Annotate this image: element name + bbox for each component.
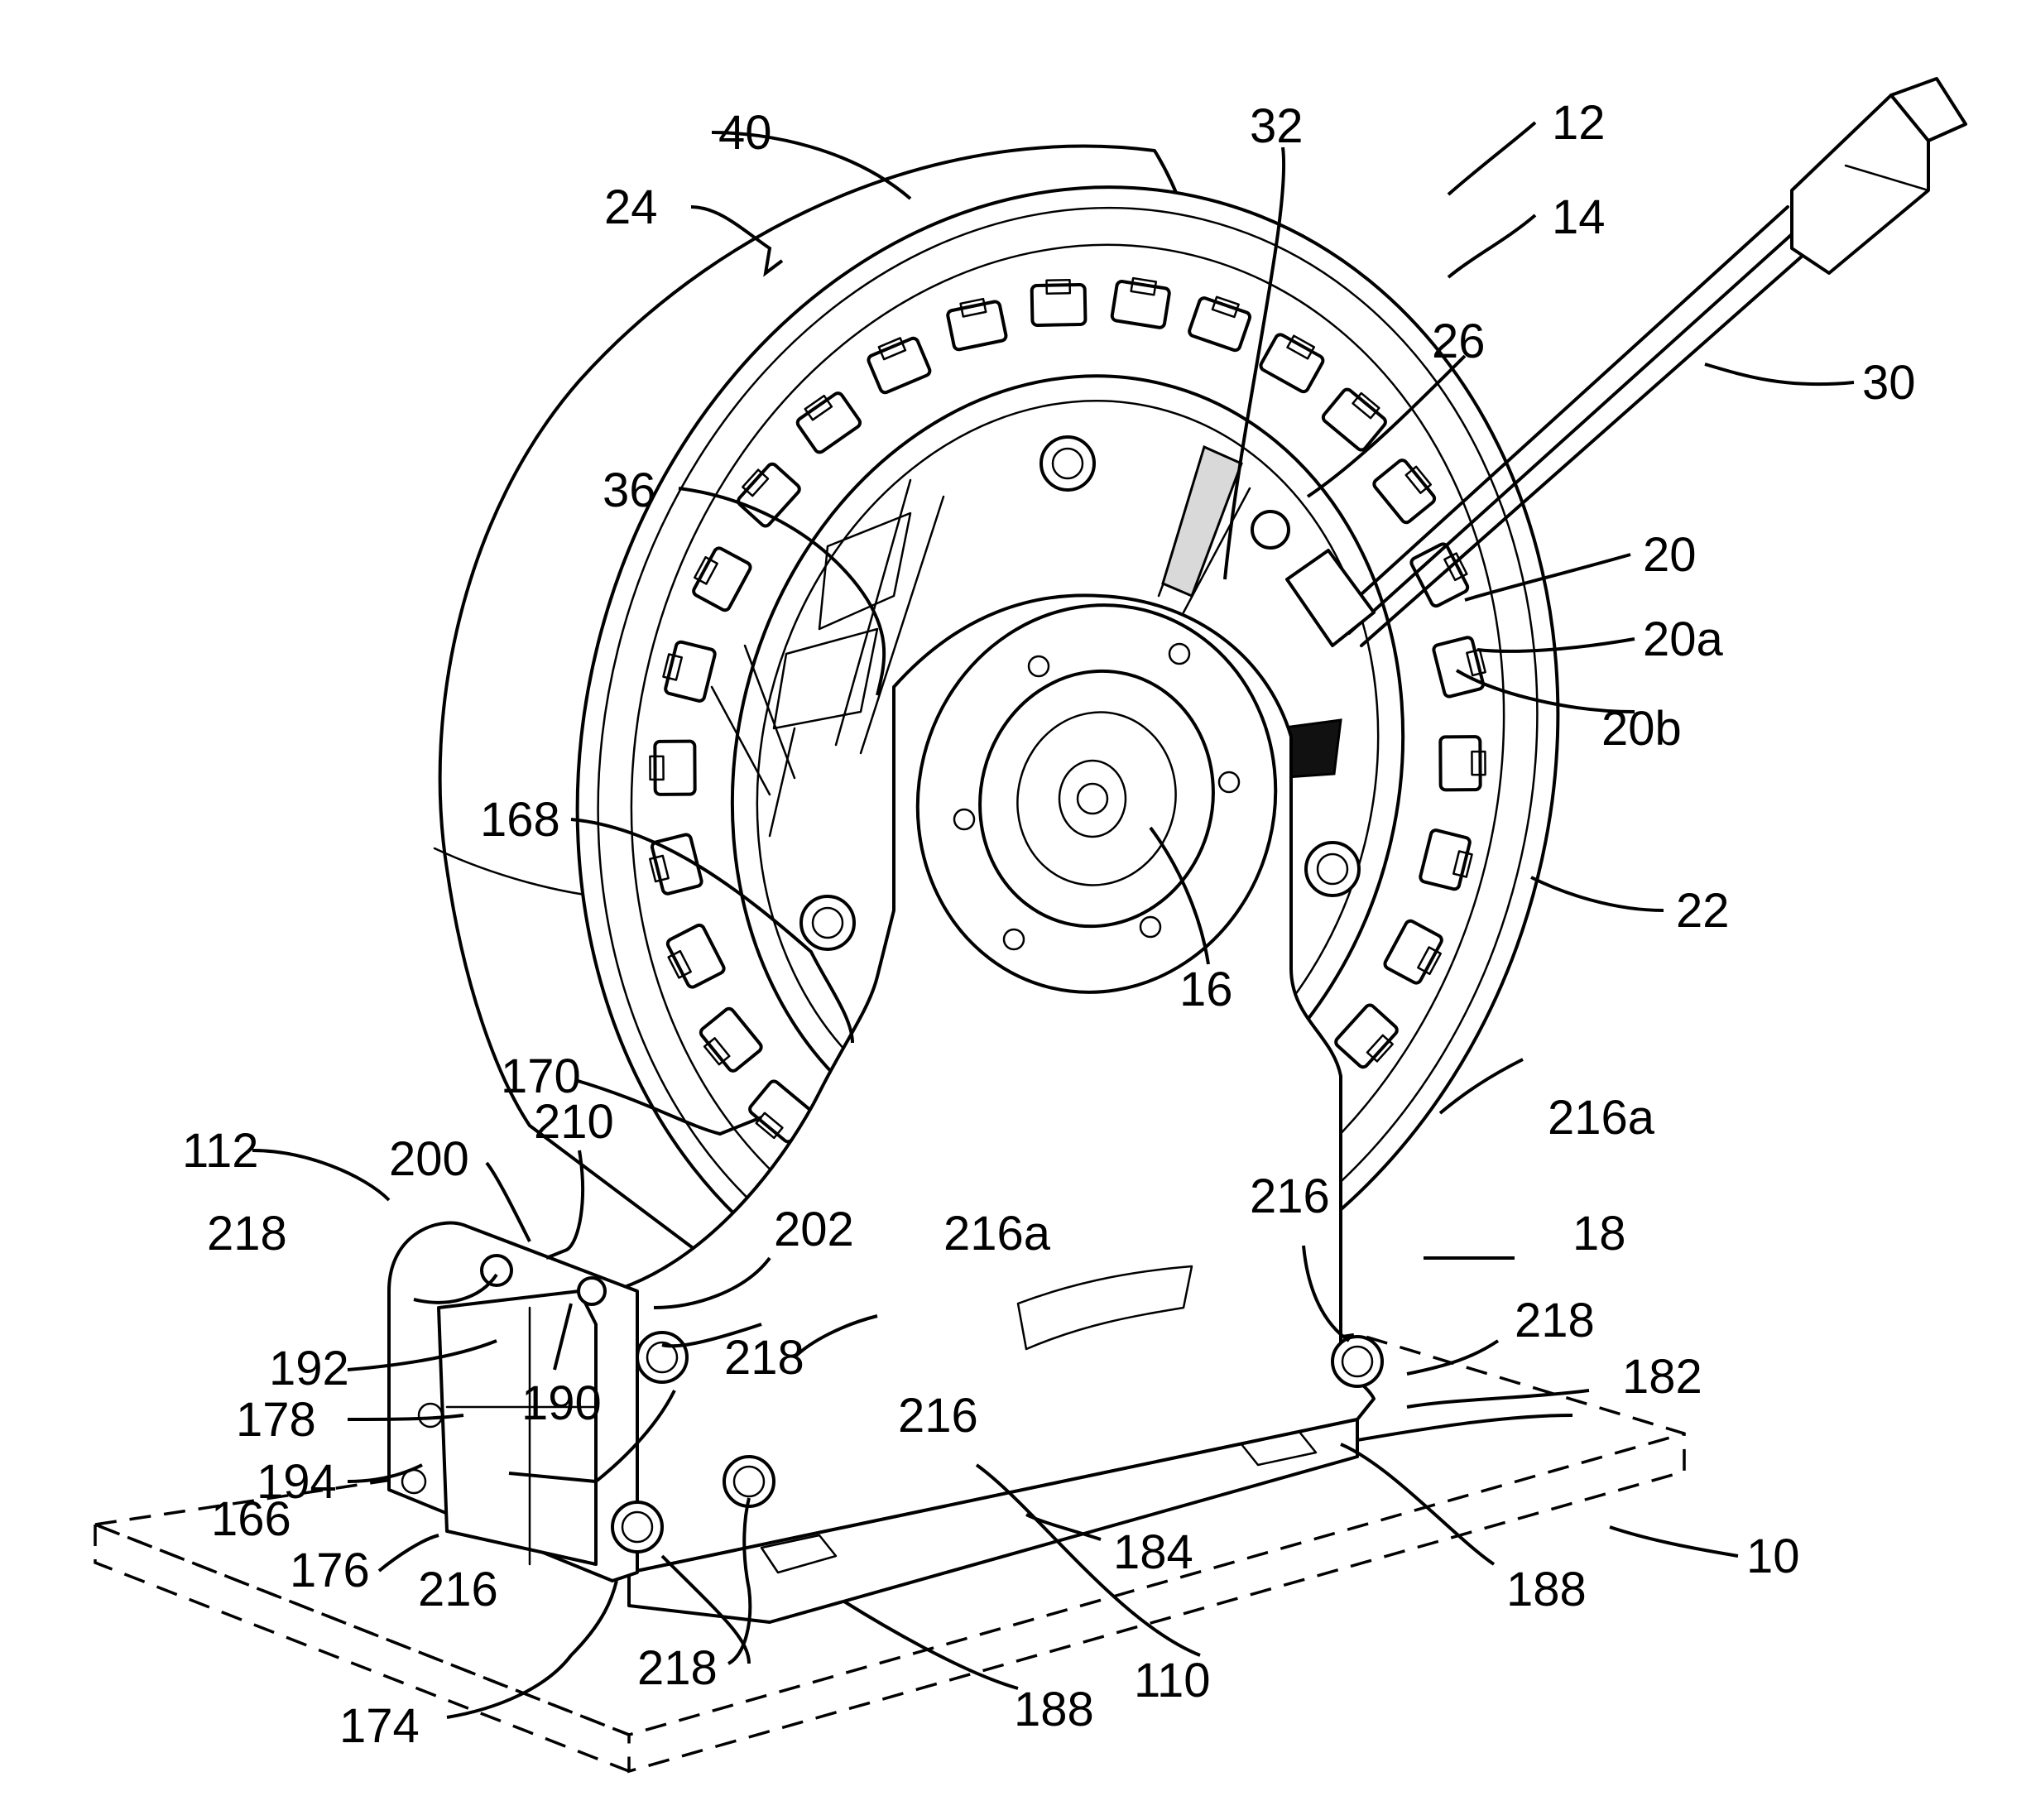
stator-coil — [1032, 285, 1086, 325]
label-36: 36 — [603, 463, 656, 517]
label-218a: 218 — [207, 1207, 287, 1261]
label-10: 10 — [1746, 1529, 1800, 1583]
label-18: 18 — [1572, 1207, 1626, 1261]
label-216c: 216 — [418, 1563, 498, 1616]
label-30: 30 — [1862, 356, 1916, 410]
label-16: 16 — [1179, 963, 1233, 1016]
label-216b: 216 — [898, 1389, 978, 1443]
label-218b: 218 — [724, 1331, 804, 1385]
label-32: 32 — [1250, 99, 1304, 153]
label-20: 20 — [1643, 528, 1697, 582]
label-12: 12 — [1552, 96, 1606, 150]
label-184: 184 — [1113, 1525, 1193, 1579]
label-24: 24 — [604, 180, 658, 234]
label-194: 194 — [257, 1455, 337, 1509]
stator-coil — [947, 300, 1006, 350]
label-188b: 188 — [1014, 1683, 1094, 1736]
label-216a: 216 — [1250, 1169, 1330, 1223]
label-192: 192 — [269, 1342, 349, 1395]
stator-coil — [1112, 281, 1170, 328]
label-40: 40 — [718, 106, 772, 160]
label-110: 110 — [1134, 1654, 1210, 1707]
label-216r: 216a — [1548, 1091, 1655, 1145]
label-176: 176 — [290, 1544, 370, 1597]
label-190: 190 — [521, 1376, 602, 1430]
stator-coil — [1440, 737, 1480, 790]
label-188a: 188 — [1506, 1563, 1587, 1616]
label-112: 112 — [182, 1124, 258, 1178]
label-210: 210 — [534, 1095, 614, 1149]
label-22: 22 — [1676, 884, 1730, 938]
label-202: 202 — [774, 1203, 854, 1256]
label-182: 182 — [1622, 1350, 1702, 1404]
label-218c: 218 — [1515, 1294, 1595, 1347]
label-20a: 20a — [1643, 612, 1724, 666]
label-200: 200 — [389, 1132, 469, 1186]
stator-coil — [655, 742, 694, 795]
label-26: 26 — [1432, 315, 1486, 368]
label-178: 178 — [236, 1393, 316, 1447]
label-14: 14 — [1552, 190, 1606, 244]
label-168: 168 — [480, 793, 560, 847]
label-218d: 218 — [637, 1641, 718, 1695]
label-174: 174 — [339, 1699, 420, 1753]
label-20b: 20b — [1601, 702, 1682, 756]
label-216m: 216a — [943, 1207, 1051, 1261]
